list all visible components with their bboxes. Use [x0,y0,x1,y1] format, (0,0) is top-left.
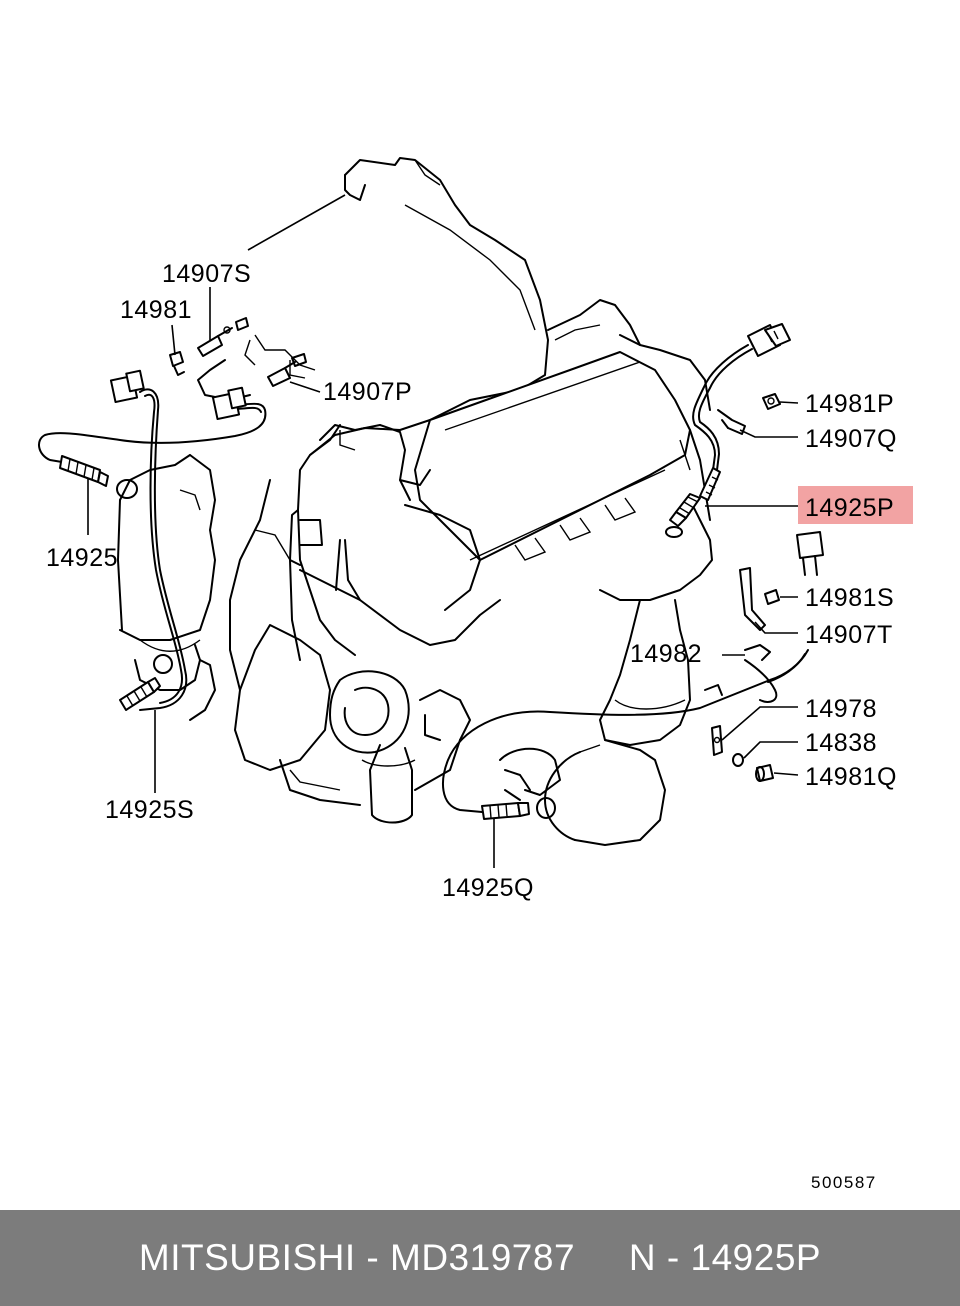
callout-14978: 14978 [805,695,877,723]
part-info-text: MITSUBISHI - MD319787 N - 14925P [138,1237,822,1278]
callout-14981Q: 14981Q [805,763,897,791]
callout-14907Q: 14907Q [805,425,897,453]
part-info-footer: MITSUBISHI - MD319787 N - 14925P [0,1210,960,1306]
callout-14907S: 14907S [162,260,251,288]
callout-14925S: 14925S [105,796,194,824]
harnesses [38,344,809,813]
highlight-box-14925P [798,486,913,524]
callout-14925P: 14925P [805,494,894,522]
callout-14907P: 14907P [323,378,412,406]
callout-14981S: 14981S [805,584,894,612]
engine-parts-diagram: 14907S 14981 14907P 14925 14925S 14925Q … [38,157,913,1192]
leader-lines [87,194,799,868]
callout-14838: 14838 [805,729,877,757]
callout-14925Q: 14925Q [442,874,534,902]
diagram-number: 500587 [811,1173,877,1192]
callout-14981: 14981 [120,296,192,324]
callout-14982: 14982 [630,640,702,668]
callout-14925: 14925 [46,544,118,572]
engine-block-drawing [117,157,713,846]
callout-14907T: 14907T [805,621,893,649]
callout-labels: 14907S 14981 14907P 14925 14925S 14925Q … [46,260,913,1192]
connectors-and-sensors [59,317,824,820]
callout-14981P: 14981P [805,390,894,418]
